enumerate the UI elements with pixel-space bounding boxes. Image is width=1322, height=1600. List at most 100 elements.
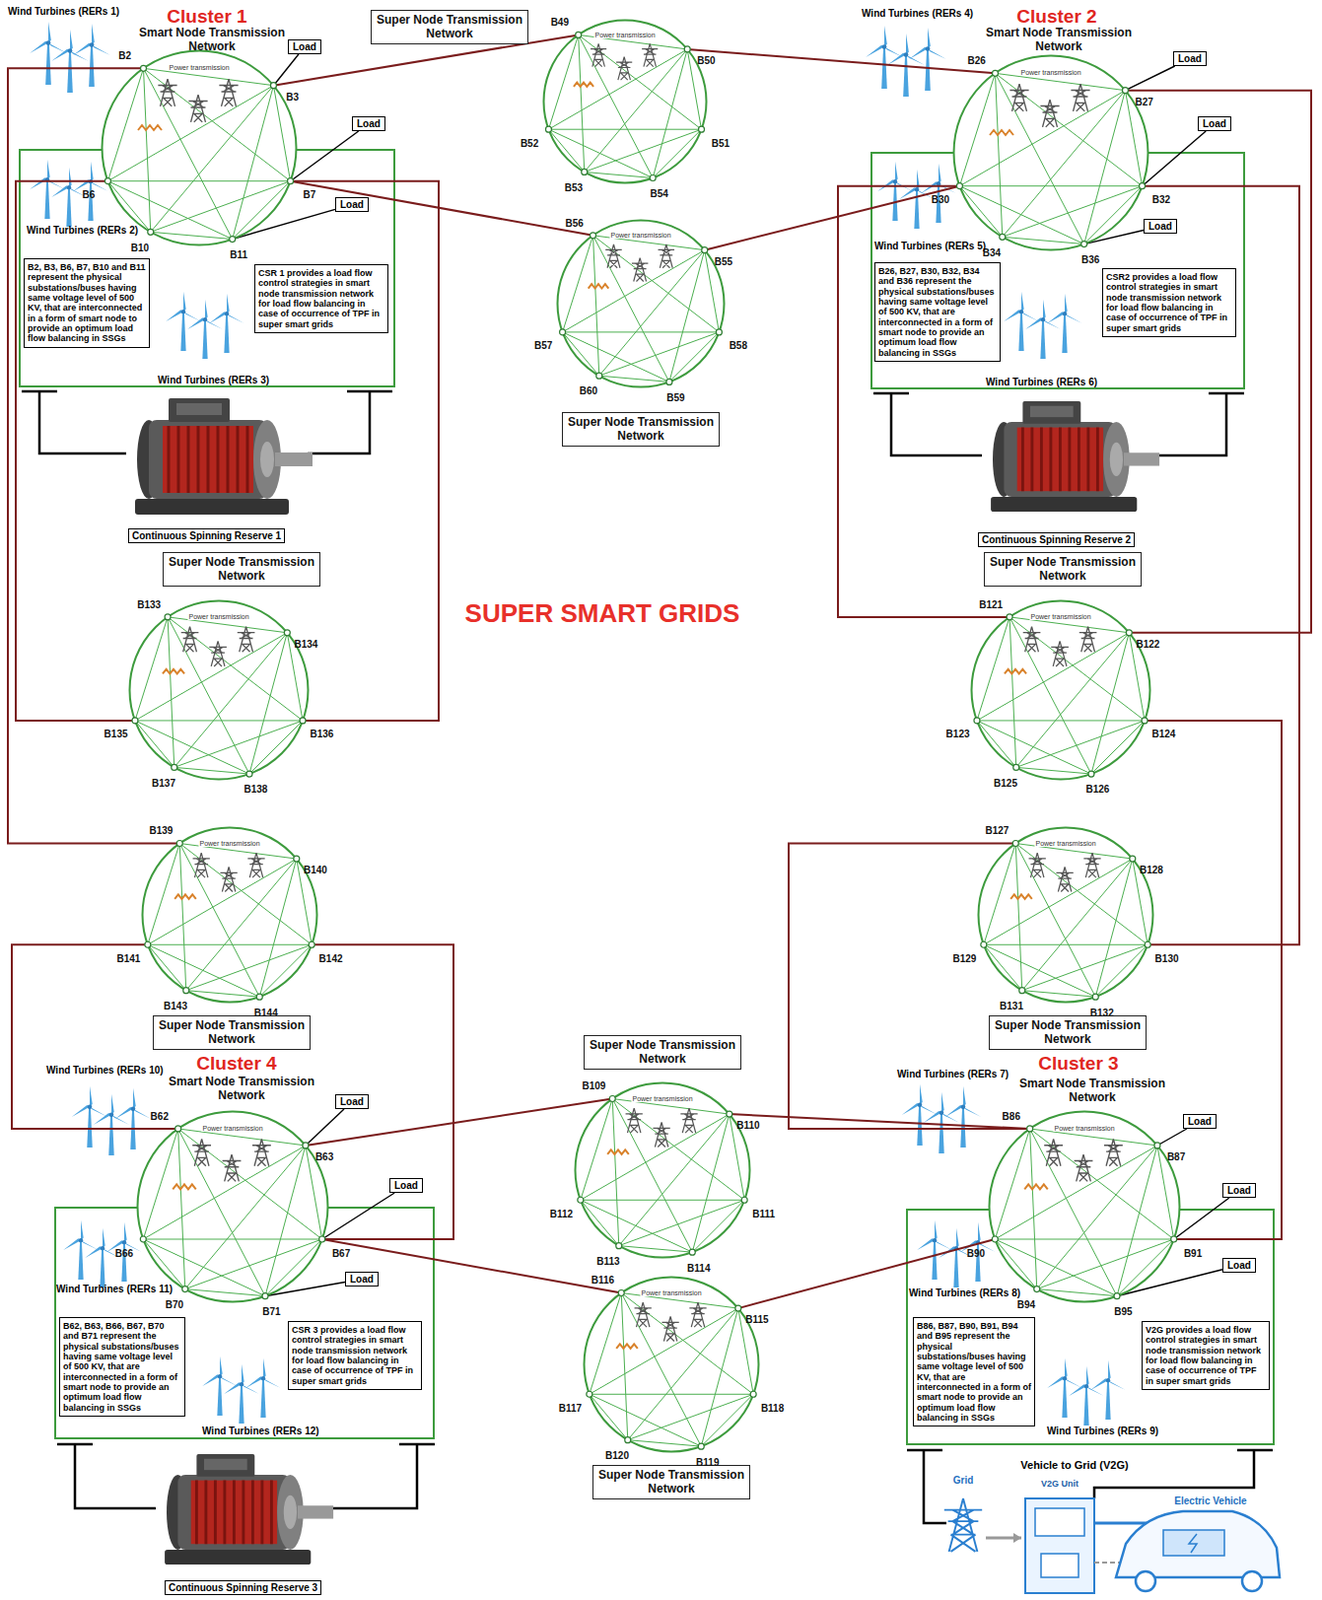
- text-label: Smart Node Transmission Network: [1018, 1076, 1167, 1106]
- internal-line: [178, 1128, 266, 1297]
- box-text: CSR 3 provides a load flow control strat…: [291, 1324, 418, 1387]
- internal-line: [619, 1199, 745, 1246]
- internal-line: [142, 1145, 306, 1240]
- node-outline: [987, 1110, 1182, 1304]
- bus-dot: [1006, 614, 1013, 621]
- internal-line: [621, 1293, 701, 1448]
- tower-icon: [680, 1108, 697, 1133]
- circle-outline: [972, 601, 1151, 780]
- resistor-symbol: [174, 894, 197, 900]
- internal-line: [147, 944, 312, 946]
- internal-line: [259, 944, 312, 997]
- internal-line: [1095, 858, 1133, 997]
- internal-line: [562, 331, 720, 333]
- bus-dot: [139, 1236, 146, 1243]
- bus-label: B121: [978, 598, 1003, 610]
- internal-line: [612, 1099, 620, 1247]
- bus-dot: [649, 175, 656, 182]
- interconnection-line: [729, 1113, 1031, 1129]
- bus-label: B62: [150, 1110, 169, 1121]
- resistor-symbol: [1024, 1183, 1048, 1189]
- bus-dot: [147, 228, 154, 235]
- bus-dot: [750, 1391, 757, 1397]
- internal-line: [692, 1113, 730, 1253]
- internal-line: [995, 72, 1085, 244]
- internal-line: [1015, 843, 1148, 946]
- load-line: [1157, 1128, 1187, 1146]
- box-text: Load: [1148, 220, 1173, 232]
- box-text: Load: [349, 1273, 374, 1285]
- internal-line: [593, 235, 600, 376]
- internal-line: [976, 632, 1129, 721]
- internal-line: [612, 1099, 745, 1201]
- bus-label: B139: [148, 825, 173, 836]
- load-box: Load: [335, 1094, 369, 1110]
- box-text: Super Node Transmission Network: [157, 1018, 306, 1047]
- internal-line: [107, 180, 290, 182]
- load-line: [305, 1109, 345, 1146]
- circle-caption: Power transmission: [1052, 1124, 1115, 1132]
- bus-dot: [246, 770, 253, 777]
- resistor-symbol: [588, 283, 610, 288]
- internal-line: [562, 250, 705, 333]
- v2g-illustration: [944, 1498, 1280, 1594]
- tower-icon: [1029, 852, 1046, 878]
- internal-line: [179, 843, 260, 998]
- internal-line: [548, 129, 701, 131]
- smart-node-circle: Power transmission: [582, 1275, 761, 1454]
- circle-outline: [130, 601, 309, 780]
- load-line: [322, 1192, 396, 1240]
- turbine-label: Wind Turbines (RERs 2): [26, 224, 139, 236]
- internal-line: [143, 68, 233, 239]
- circle-caption: Power transmission: [187, 613, 250, 621]
- reserve-caption: Continuous Spinning Reserve 1: [128, 528, 285, 544]
- bus-label: B94: [1017, 1298, 1036, 1310]
- bus-label: B115: [745, 1314, 768, 1325]
- bus-dot: [183, 987, 190, 994]
- circle-outline: [544, 20, 707, 184]
- bus-dot: [182, 1286, 189, 1293]
- spinning-reserve-generator: [135, 398, 1160, 1565]
- text-label: Smart Node Transmission Network: [167, 1074, 316, 1104]
- circle-outline: [138, 1112, 329, 1303]
- tower-icon: [181, 626, 200, 653]
- internal-line: [652, 49, 688, 179]
- bus-label: B91: [1183, 1247, 1202, 1258]
- box-text: B86, B87, B90, B91, B94 and B95 represen…: [916, 1321, 1032, 1423]
- box-text: V2G provides a load flow control strateg…: [1145, 1324, 1266, 1387]
- turbine-label: Wind Turbines (RERs 4): [861, 7, 974, 19]
- text-label: Vehicle to Grid (V2G): [1020, 1459, 1128, 1471]
- bus-label: B134: [294, 637, 319, 649]
- tower-icon: [616, 57, 632, 80]
- internal-line: [548, 49, 688, 130]
- internal-line: [994, 1239, 1037, 1290]
- bus-dot: [132, 717, 139, 724]
- node-outline: [952, 54, 1150, 252]
- tower-icon: [188, 94, 208, 123]
- circle-outline: [989, 1112, 1181, 1303]
- tower-icon: [222, 1154, 242, 1182]
- smart-node-circle: Power transmission: [140, 826, 319, 1004]
- internal-line: [548, 129, 584, 172]
- description-box: B2, B3, B6, B7, B10 and B11 represent th…: [23, 258, 150, 348]
- internal-line: [578, 34, 654, 178]
- bus-label: B124: [1151, 728, 1176, 740]
- box-text: B26, B27, B30, B32, B34 and B36 represen…: [878, 266, 997, 358]
- text-label: Smart Node Transmission Network: [138, 25, 286, 55]
- node-outline: [582, 1275, 761, 1454]
- internal-line: [1022, 944, 1148, 990]
- internal-line: [1015, 843, 1096, 998]
- bus-label: B114: [687, 1261, 710, 1273]
- bus-dot: [992, 69, 999, 76]
- smart-node-circle: Power transmission: [970, 599, 1152, 781]
- cluster-heading: Cluster 3: [1038, 1052, 1118, 1075]
- internal-line: [178, 1128, 323, 1240]
- load-line: [274, 54, 299, 86]
- bus-dot: [1027, 1125, 1034, 1132]
- bus-dot: [293, 855, 300, 862]
- turbine-label: Wind Turbines (RERs 6): [985, 376, 1098, 388]
- tower-icon: [590, 43, 607, 67]
- bus-dot: [1012, 840, 1019, 847]
- internal-line: [147, 858, 297, 945]
- bus-dot: [229, 236, 236, 243]
